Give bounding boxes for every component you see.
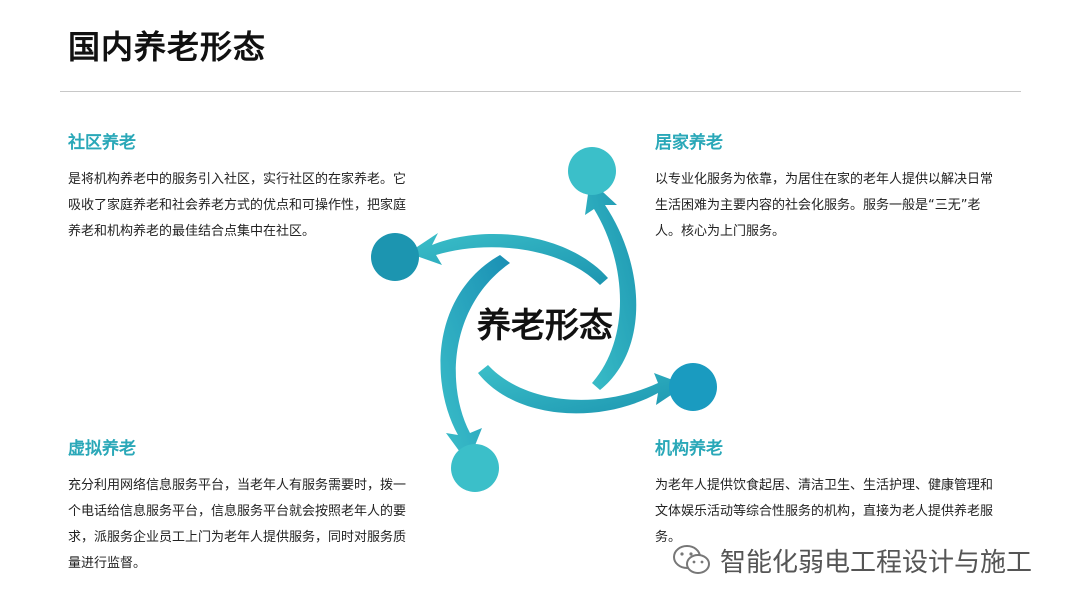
node-circle-top <box>568 147 616 195</box>
section-home-body: 以专业化服务为依靠，为居住在家的老年人提供以解决日常生活困难为主要内容的社会化服… <box>655 172 994 239</box>
cycle-arrow-right <box>585 180 637 390</box>
cycle-arrow-top <box>408 233 608 285</box>
node-circle-left <box>371 233 419 281</box>
page-title: 国内养老形态 <box>68 28 267 66</box>
section-virtual-heading: 虚拟养老 <box>68 439 136 459</box>
section-institution: 机构养老 为老年人提供饮食起居、清洁卫生、生活护理、健康管理和文体娱乐活动等综合… <box>655 434 1000 551</box>
section-community-heading: 社区养老 <box>68 133 136 153</box>
section-community-body: 是将机构养老中的服务引入社区，实行社区的在家养老。它吸收了家庭养老和社会养老方式… <box>68 172 407 239</box>
title-divider <box>60 91 1021 92</box>
section-virtual: 虚拟养老 充分利用网络信息服务平台，当老年人有服务需要时，拨一个电话给信息服务平… <box>68 434 413 577</box>
node-circle-bottom <box>451 444 499 492</box>
wechat-icon <box>673 545 710 574</box>
section-virtual-body: 充分利用网络信息服务平台，当老年人有服务需要时，拨一个电话给信息服务平台，信息服… <box>68 478 407 571</box>
section-home-heading: 居家养老 <box>655 133 723 153</box>
cycle-diagram <box>371 147 717 492</box>
section-community: 社区养老 是将机构养老中的服务引入社区，实行社区的在家养老。它吸收了家庭养老和社… <box>68 128 413 245</box>
cycle-arrow-bottom <box>478 365 686 414</box>
watermark-text: 智能化弱电工程设计与施工 <box>720 547 1033 578</box>
cycle-arrow-left <box>440 255 510 463</box>
watermark: 智能化弱电工程设计与施工 <box>672 540 1032 580</box>
section-institution-heading: 机构养老 <box>655 439 723 459</box>
node-circle-right <box>669 363 717 411</box>
section-home: 居家养老 以专业化服务为依靠，为居住在家的老年人提供以解决日常生活困难为主要内容… <box>655 128 1000 245</box>
section-institution-body: 为老年人提供饮食起居、清洁卫生、生活护理、健康管理和文体娱乐活动等综合性服务的机… <box>655 478 994 545</box>
center-label: 养老形态 <box>477 306 613 346</box>
